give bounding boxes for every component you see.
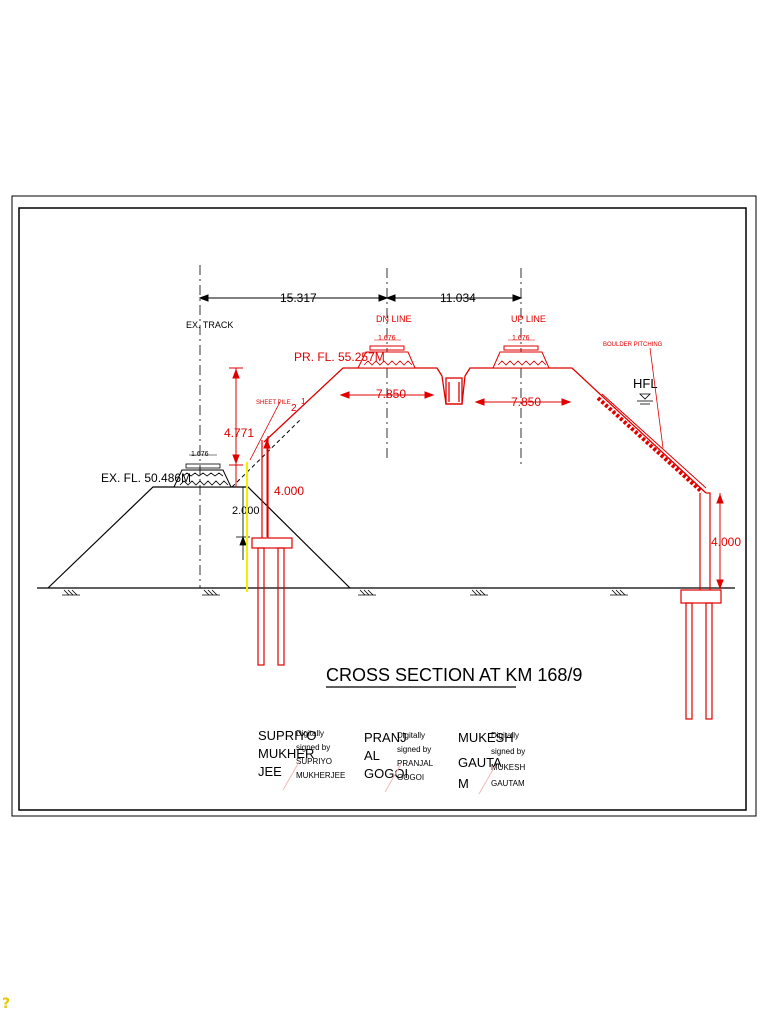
boulder-pitching-label: BOULDER PITCHING xyxy=(603,342,663,348)
signature-2-stamp-line-4: GOGOI xyxy=(397,773,424,782)
signature-3-stamp-line-3: MUKESH xyxy=(491,763,525,772)
signature-2-stamp-line-2: signed by xyxy=(397,745,431,754)
signature-2-stamp-line-3: PRANJAL xyxy=(397,759,434,768)
signature-1-stamp-line-2: signed by xyxy=(296,743,330,752)
boulder-pitching-leader xyxy=(649,347,664,449)
signature-3-check-mark xyxy=(478,765,496,795)
signature-1-name-line-2: MUKHER xyxy=(258,746,314,761)
sheet-pile-label: SHEET PILE xyxy=(256,400,291,406)
signature-3-name-line-1: MUKESH xyxy=(458,730,514,745)
dn-track-gauge: 1.676 xyxy=(378,335,396,342)
outer-frame xyxy=(11,195,757,817)
signature-2-name-line-1: PRANJ xyxy=(364,730,407,745)
signature-block-1: SUPRIYO MUKHER JEE Digitally signed by S… xyxy=(258,728,345,791)
signature-2-name-line-3: GOGOI xyxy=(364,766,408,781)
ex-track-label: EX. TRACK xyxy=(186,320,233,330)
height-dimension-left xyxy=(229,367,243,487)
slope-ratio: 2 xyxy=(291,403,297,414)
dimension-right-span: 11.034 xyxy=(440,291,476,305)
signature-1-stamp-line-4: MUKHERJEE xyxy=(296,771,345,780)
dn-line-label: DN LINE xyxy=(376,314,412,324)
signature-2-stamp-line-1: Digitally xyxy=(397,731,425,740)
left-pile-group xyxy=(251,436,293,666)
corner-question-mark: ? xyxy=(2,996,11,1012)
signature-3-name-line-3: M xyxy=(458,776,469,791)
signature-3-stamp-line-4: GAUTAM xyxy=(491,779,525,788)
pr-fl-label: PR. FL. 55.257M xyxy=(294,350,385,364)
dn-track-ballast xyxy=(357,339,416,369)
ex-depth-label: 2.000 xyxy=(232,505,260,517)
existing-embankment xyxy=(47,486,351,589)
pile-height-right-label: 4.000 xyxy=(711,535,741,549)
existing-slope-dashed xyxy=(231,419,301,488)
inner-frame xyxy=(18,207,747,811)
right-pile-group xyxy=(680,492,722,720)
signature-3-name-line-2: GAUTA xyxy=(458,755,502,770)
signature-3-stamp-line-2: signed by xyxy=(491,747,525,756)
signature-1-name-line-1: SUPRIYO xyxy=(258,728,317,743)
height-left-label: 4.771 xyxy=(224,426,254,440)
up-track-ballast xyxy=(492,339,550,369)
signature-1-stamp-line-3: SUPRIYO xyxy=(296,757,332,766)
signature-block-2: PRANJ AL GOGOI Digitally signed by PRANJ… xyxy=(364,730,434,793)
signature-1-check-mark xyxy=(282,761,300,791)
pile-height-left-dimension xyxy=(263,438,271,537)
signature-2-name-line-2: AL xyxy=(364,748,380,763)
signature-3-stamp-line-1: Digitally xyxy=(491,731,519,740)
signature-1-stamp-line-1: Digitally xyxy=(296,729,324,738)
boulder-pitching xyxy=(596,393,707,494)
signature-2-check-mark xyxy=(384,763,402,793)
top-dimension-lines xyxy=(198,294,523,302)
sheet-pile-leader xyxy=(249,401,281,461)
up-formation-width: 7.850 xyxy=(511,395,541,409)
pile-height-left-label: 4.000 xyxy=(274,484,304,498)
pile-height-right-dimension xyxy=(716,493,724,590)
signature-1-name-line-3: JEE xyxy=(258,764,282,779)
dimension-left-span: 15.317 xyxy=(280,291,317,305)
formation-dimension-lines xyxy=(339,391,572,406)
slope-marker: 1 xyxy=(301,397,306,406)
up-track-gauge: 1.676 xyxy=(512,335,530,342)
hfl-label: HFL xyxy=(633,376,658,391)
ex-fl-label: EX. FL. 50.486M xyxy=(101,471,191,485)
up-line-label: UP LINE xyxy=(511,314,546,324)
dn-formation-width: 7.850 xyxy=(376,387,406,401)
existing-track-ballast xyxy=(173,454,232,488)
ex-track-gauge: 1.676 xyxy=(191,451,209,458)
hfl-symbol xyxy=(637,393,653,405)
ground-hatch-symbols xyxy=(62,589,628,596)
drawing-title: CROSS SECTION AT KM 168/9 xyxy=(326,665,582,685)
signature-block-3: MUKESH GAUTA M Digitally signed by MUKES… xyxy=(458,730,525,795)
